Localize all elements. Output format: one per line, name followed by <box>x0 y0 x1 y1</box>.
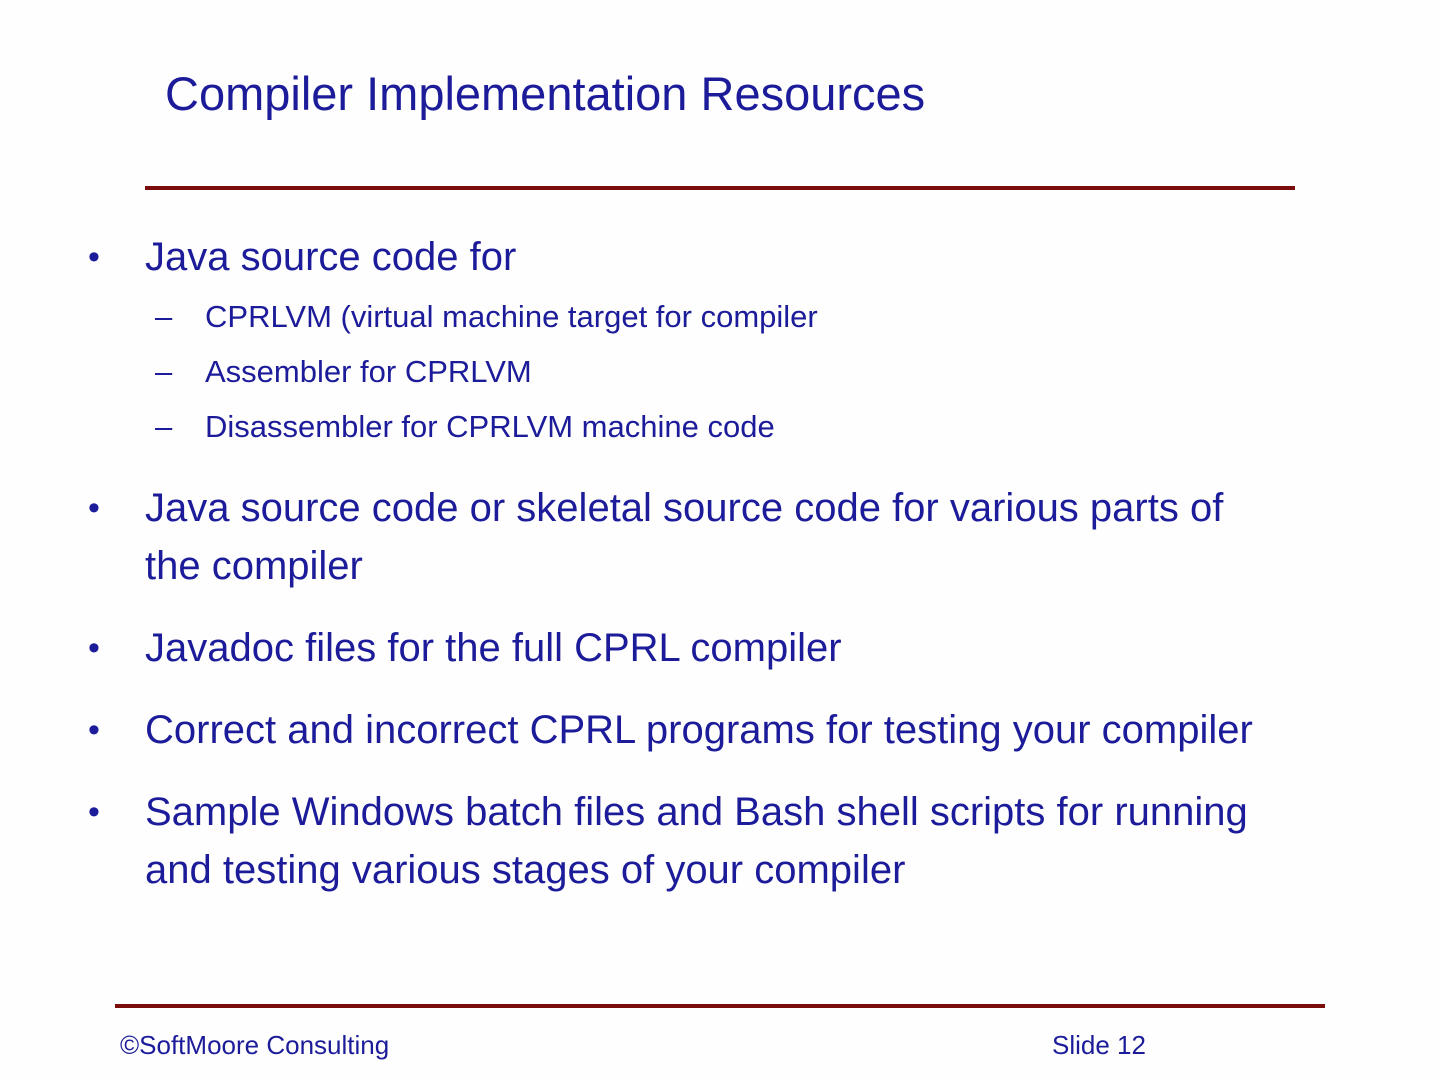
slide-number: Slide 12 <box>1052 1030 1146 1060</box>
list-item-text: Java source code for <box>145 235 517 279</box>
title-divider <box>145 186 1295 190</box>
bullet-list: • Java source code for – CPRLVM (virtual… <box>88 228 1303 899</box>
list-sub-item-text: Disassembler for CPRLVM machine code <box>205 409 775 444</box>
list-sub-item-text: CPRLVM (virtual machine target for compi… <box>205 299 818 334</box>
list-sub-item: – CPRLVM (virtual machine target for com… <box>155 294 1303 339</box>
list-sub-item-text: Assembler for CPRLVM <box>205 354 532 389</box>
list-item: • Sample Windows batch files and Bash sh… <box>88 783 1303 899</box>
list-item: • Java source code for <box>88 228 1303 286</box>
dash-icon: – <box>155 354 173 389</box>
footer-copyright: ©SoftMoore Consulting <box>120 1030 390 1060</box>
list-item-text: Java source code or skeletal source code… <box>145 486 1224 588</box>
bullet-icon: • <box>88 793 100 831</box>
list-item: • Java source code or skeletal source co… <box>88 479 1303 595</box>
bullet-icon: • <box>88 711 100 749</box>
bullet-icon: • <box>88 489 100 527</box>
bullet-icon: • <box>88 238 100 276</box>
list-sub-item: – Disassembler for CPRLVM machine code <box>155 404 1303 449</box>
list-sub-item: – Assembler for CPRLVM <box>155 349 1303 394</box>
footer-divider <box>115 1004 1325 1008</box>
list-item: • Javadoc files for the full CPRL compil… <box>88 619 1303 677</box>
page-title: Compiler Implementation Resources <box>165 67 926 120</box>
bullet-icon: • <box>88 629 100 667</box>
list-item: • Correct and incorrect CPRL programs fo… <box>88 701 1303 759</box>
list-item-text: Javadoc files for the full CPRL compiler <box>145 626 842 670</box>
dash-icon: – <box>155 409 173 444</box>
list-item-text: Correct and incorrect CPRL programs for … <box>145 708 1253 752</box>
list-item-text: Sample Windows batch files and Bash shel… <box>145 790 1248 892</box>
dash-icon: – <box>155 299 173 334</box>
